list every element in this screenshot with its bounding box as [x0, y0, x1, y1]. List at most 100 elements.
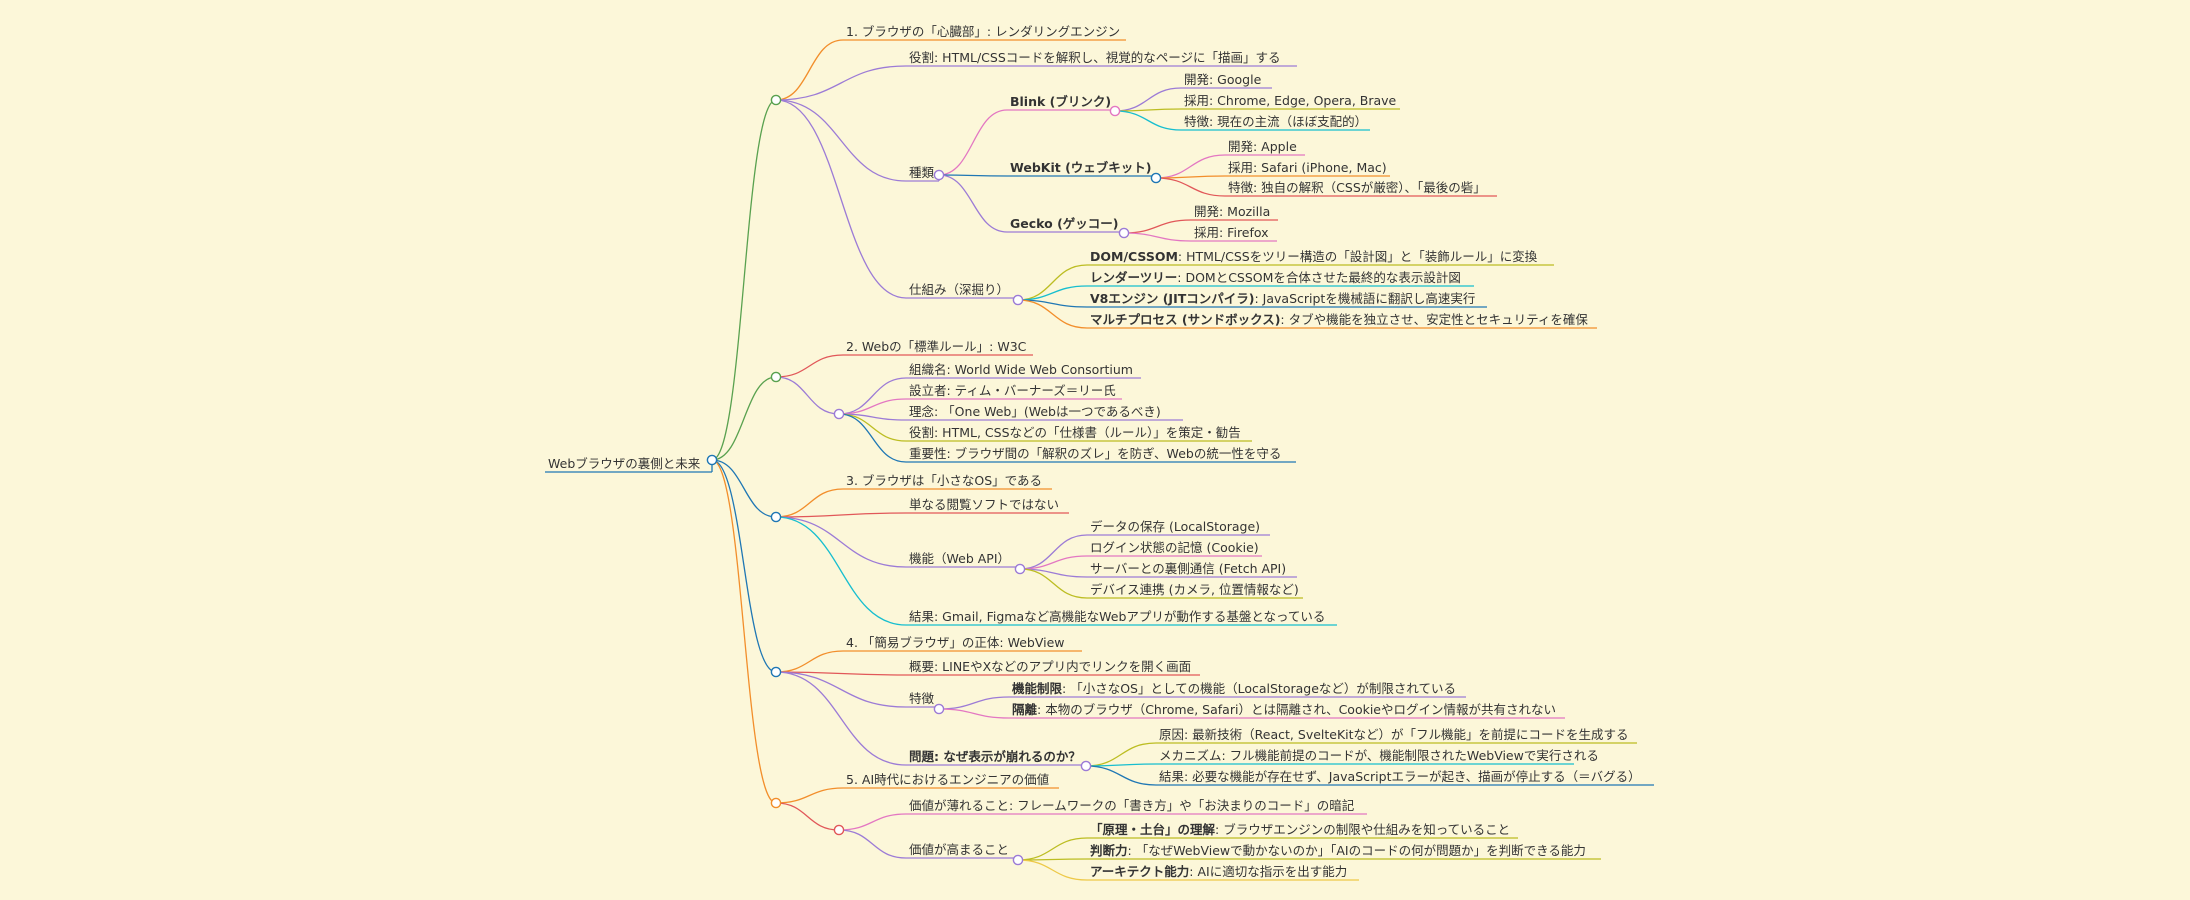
- section-1-1-text: 役割: HTML/CSSコードを解釈し、視覚的なページに「描画」する: [909, 50, 1281, 65]
- section-1-2-node[interactable]: [933, 169, 945, 181]
- section-3-1-edge: [775, 512, 907, 518]
- section-2-1-4: 役割: HTML, CSSなどの「仕様書（ルール）」を策定・勧告: [909, 425, 1241, 440]
- section-5-1-2-edge: [838, 829, 907, 859]
- section-1-2-text: 種類: [909, 165, 935, 180]
- section-1-2-3-node[interactable]: [1118, 227, 1130, 239]
- section-4-3-node[interactable]: [1080, 760, 1092, 772]
- section-3-2-text: 機能（Web API）: [909, 551, 1010, 566]
- section-1-2-3-1: 開発: Mozilla: [1194, 204, 1270, 219]
- section-5-1-2-3: アーキテクト能力: AIに適切な指示を出す能力: [1090, 864, 1347, 879]
- section-2-1-3: 理念: 「One Web」(Webは一つであるべき): [909, 404, 1161, 419]
- section-1-2-1-2: 採用: Chrome, Edge, Opera, Brave: [1184, 93, 1397, 108]
- section-5-title-text: 5. AI時代におけるエンジニアの価値: [846, 772, 1049, 787]
- section-3-2-1: データの保存 (LocalStorage): [1090, 519, 1260, 534]
- section-2-1-node[interactable]: [833, 408, 845, 420]
- section-3-2-edge: [775, 516, 907, 568]
- section-2-1-2: 設立者: ティム・バーナーズ＝リー氏: [909, 383, 1116, 398]
- section-4-title-edge: [775, 650, 844, 673]
- section-5-1-2-1-text: 「原理・土台」の理解: [1090, 822, 1216, 837]
- section-1-3-3-detail: : JavaScriptを機械語に翻訳し高速実行: [1254, 291, 1475, 306]
- section-4-3-3-text: 結果: 必要な機能が存在せず、JavaScriptエラーが起き、描画が停止する（…: [1159, 769, 1641, 784]
- section-5-title-edge: [775, 787, 844, 804]
- section-1-2-2-3-edge: [1155, 177, 1226, 197]
- section-5-1-2-1-edge: [1017, 837, 1088, 861]
- section-4-title: 4. 「簡易ブラウザ」の正体: WebView: [846, 635, 1065, 650]
- section-3-node[interactable]: [770, 511, 782, 523]
- root-node[interactable]: [706, 454, 718, 466]
- section-4-3-1: 原因: 最新技術（React, SvelteKitなど）が「フル機能」を前提にコ…: [1159, 727, 1629, 742]
- section-5-1-node[interactable]: [833, 824, 845, 836]
- root-topic: Webブラウザの裏側と未来: [548, 456, 701, 471]
- section-3-2-2-edge: [1019, 555, 1088, 570]
- section-1-3-4-text: マルチプロセス (サンドボックス): [1090, 312, 1280, 327]
- section-4-2-1-detail: : 「小さなOS」としての機能（LocalStorageなど）が制限されている: [1062, 681, 1456, 696]
- section-1-3-edge: [775, 99, 907, 299]
- section-1-3-1-text: DOM/CSSOM: [1090, 249, 1178, 264]
- section-1-2-2-3: 特徴: 独自の解釈（CSSが厳密）、「最後の砦」: [1228, 180, 1486, 195]
- section-1-title-text: 1. ブラウザの「心臓部」: レンダリングエンジン: [846, 24, 1120, 39]
- section-4-1-edge: [775, 671, 907, 676]
- section-5-1-edge: [775, 802, 840, 831]
- section-4-2-2-detail: : 本物のブラウザ（Chrome, Safari）とは隔離され、Cookieやロ…: [1037, 702, 1556, 717]
- section-4-2-2: 隔離: 本物のブラウザ（Chrome, Safari）とは隔離され、Cookie…: [1012, 702, 1556, 717]
- section-3-title-edge: [775, 488, 844, 518]
- section-1-2-1-edge: [938, 109, 1008, 176]
- section-5-1-2: 価値が高まること: [909, 842, 1009, 857]
- nodes: [706, 94, 1162, 866]
- section-2-1-5-edge: [838, 413, 907, 463]
- section-4-3-edge: [775, 671, 907, 766]
- section-5-1-2-2: 判断力: 「なぜWebViewで動かないのか」「AIのコードの何が問題か」を判断…: [1090, 843, 1586, 858]
- section-3-2-2: ログイン状態の記憶 (Cookie): [1090, 540, 1259, 555]
- section-2-title-text: 2. Webの「標準ルール」: W3C: [846, 339, 1027, 354]
- section-4-3-1-text: 原因: 最新技術（React, SvelteKitなど）が「フル機能」を前提にコ…: [1159, 727, 1629, 742]
- section-1-3-4-detail: : タブや機能を独立させ、安定性とセキュリティを確保: [1280, 312, 1588, 327]
- section-4-2-edge: [775, 671, 907, 708]
- section-3-edge: [711, 459, 777, 518]
- section-1-2-2-node[interactable]: [1150, 172, 1162, 184]
- section-1-3-2-text: レンダーツリー: [1090, 270, 1177, 285]
- section-4-1-text: 概要: LINEやXなどのアプリ内でリンクを開く画面: [909, 659, 1191, 674]
- section-1-2-3-1-edge: [1123, 219, 1192, 234]
- section-3-2-node[interactable]: [1014, 563, 1026, 575]
- section-4-2: 特徴: [909, 691, 935, 706]
- section-4-3-text: 問題: なぜ表示が崩れるのか？: [909, 749, 1081, 764]
- section-2-node[interactable]: [770, 371, 782, 383]
- section-2-1-1: 組織名: World Wide Web Consortium: [909, 362, 1133, 377]
- section-3-2-1-edge: [1019, 534, 1088, 570]
- section-2-1-edge: [775, 376, 840, 415]
- section-1-2-1-3-edge: [1114, 110, 1182, 131]
- section-4-2-1: 機能制限: 「小さなOS」としての機能（LocalStorageなど）が制限され…: [1012, 681, 1456, 696]
- section-1-2-2-2-text: 採用: Safari (iPhone, Mac): [1228, 160, 1387, 175]
- section-1-2: 種類: [909, 165, 935, 180]
- section-3-2-1-text: データの保存 (LocalStorage): [1090, 519, 1260, 534]
- section-4-3-3: 結果: 必要な機能が存在せず、JavaScriptエラーが起き、描画が停止する（…: [1159, 769, 1641, 784]
- section-5-1-2-1: 「原理・土台」の理解: ブラウザエンジンの制限や仕組みを知っていること: [1090, 822, 1510, 837]
- section-1-node[interactable]: [770, 94, 782, 106]
- section-1-3-3-text: V8エンジン (JITコンパイラ): [1090, 291, 1254, 306]
- section-5-node[interactable]: [770, 797, 782, 809]
- section-2-1-2-edge: [838, 398, 907, 415]
- section-4-node[interactable]: [770, 666, 782, 678]
- section-1-2-1-3: 特徴: 現在の主流（ほぼ支配的）: [1184, 114, 1367, 129]
- section-1-3-1-detail: : HTML/CSSをツリー構造の「設計図」と「装飾ルール」に変換: [1178, 249, 1538, 264]
- section-5-1-1-text: 価値が薄れること: フレームワークの「書き方」や「お決まりのコード」の暗記: [909, 798, 1354, 813]
- section-4-2-2-edge: [938, 708, 1010, 719]
- section-4-2-node[interactable]: [933, 703, 945, 715]
- section-3-title-text: 3. ブラウザは「小さなOS」である: [846, 473, 1042, 488]
- section-1-2-1-node[interactable]: [1109, 105, 1121, 117]
- section-4-3-1-edge: [1085, 742, 1157, 767]
- section-2-1-5: 重要性: ブラウザ間の「解釈のズレ」を防ぎ、Webの統一性を守る: [909, 446, 1281, 461]
- section-3-1-text: 単なる閲覧ソフトではない: [909, 497, 1059, 512]
- section-1-3-4: マルチプロセス (サンドボックス): タブや機能を独立させ、安定性とセキュリティ…: [1090, 312, 1588, 327]
- section-5-1-2-3-text: アーキテクト能力: [1090, 864, 1189, 879]
- labels: Webブラウザの裏側と未来 1. ブラウザの「心臓部」: レンダリングエンジン役割…: [548, 24, 1641, 879]
- section-5-1-2-2-detail: : 「なぜWebViewで動かないのか」「AIのコードの何が問題か」を判断できる…: [1128, 843, 1586, 858]
- section-5-1-2-node[interactable]: [1012, 854, 1024, 866]
- section-1-2-2-3-text: 特徴: 独自の解釈（CSSが厳密）、「最後の砦」: [1228, 180, 1486, 195]
- section-1-2-1-1: 開発: Google: [1184, 72, 1262, 87]
- section-1-2-2-2: 採用: Safari (iPhone, Mac): [1228, 160, 1387, 175]
- section-3-2-4-text: デバイス連携 (カメラ, 位置情報など): [1090, 582, 1299, 597]
- section-1-edge: [711, 99, 777, 461]
- section-1-3-node[interactable]: [1012, 294, 1024, 306]
- section-5-edge: [711, 459, 777, 804]
